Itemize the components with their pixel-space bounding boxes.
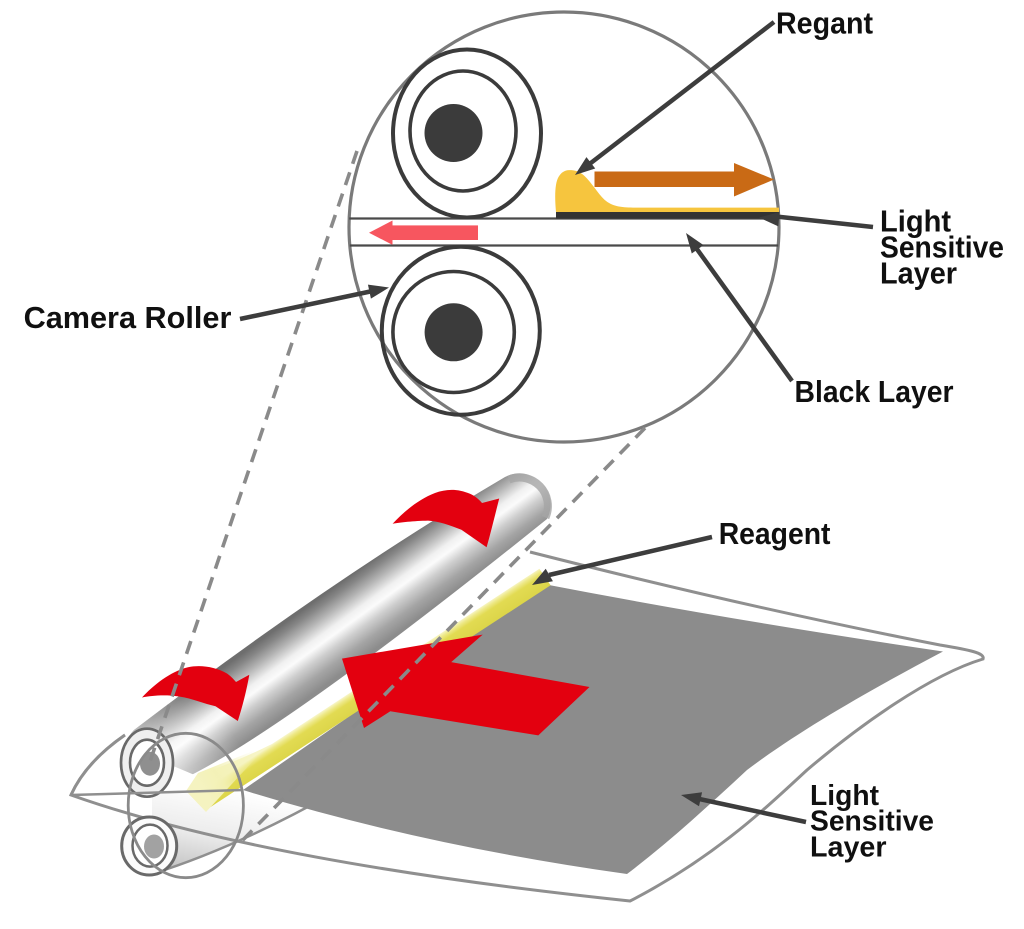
svg-text:Light: Light: [810, 780, 879, 812]
svg-text:Regant: Regant: [776, 7, 873, 41]
svg-text:Black Layer: Black Layer: [795, 375, 954, 409]
svg-text:Reagent: Reagent: [719, 517, 831, 551]
svg-text:Sensitive: Sensitive: [880, 231, 1004, 265]
svg-text:Layer: Layer: [880, 257, 957, 291]
svg-text:Light: Light: [880, 205, 951, 239]
svg-text:Layer: Layer: [810, 831, 887, 863]
svg-text:Sensitive: Sensitive: [810, 806, 934, 838]
svg-text:Camera Roller: Camera Roller: [24, 301, 232, 335]
